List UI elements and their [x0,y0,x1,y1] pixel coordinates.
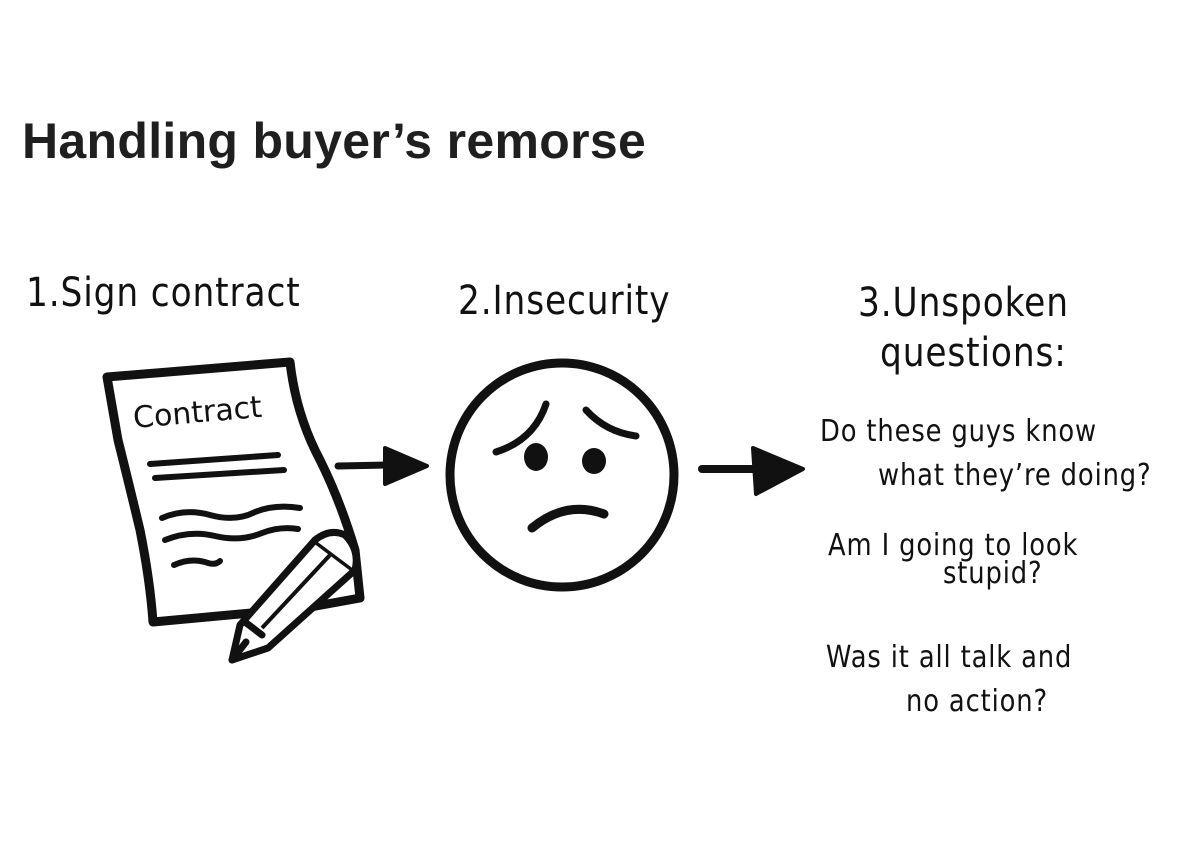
question-2-line2: stupid? [943,556,1043,591]
question-3-line1: Was it all talk and [826,640,1073,675]
step-2-label: 2.Insecurity [458,278,671,324]
contract-document-icon: Contract [102,357,365,664]
page-title: Handling buyer’s remorse [22,113,647,169]
arrow-right-icon [334,446,429,486]
contract-heading: Contract [132,390,264,436]
step-3-label-line1: 3.Unspoken [858,280,1069,326]
arrow-right-icon [698,446,805,496]
step-1-label: 1.Sign contract [26,270,301,316]
question-3-line2: no action? [906,684,1049,719]
question-1-line2: what they’re doing? [878,458,1152,493]
question-2-line1: Am I going to look [828,528,1079,563]
question-1-line1: Do these guys know [820,414,1098,449]
worried-face-icon [445,358,679,592]
step-3-label-line2: questions: [880,330,1067,376]
